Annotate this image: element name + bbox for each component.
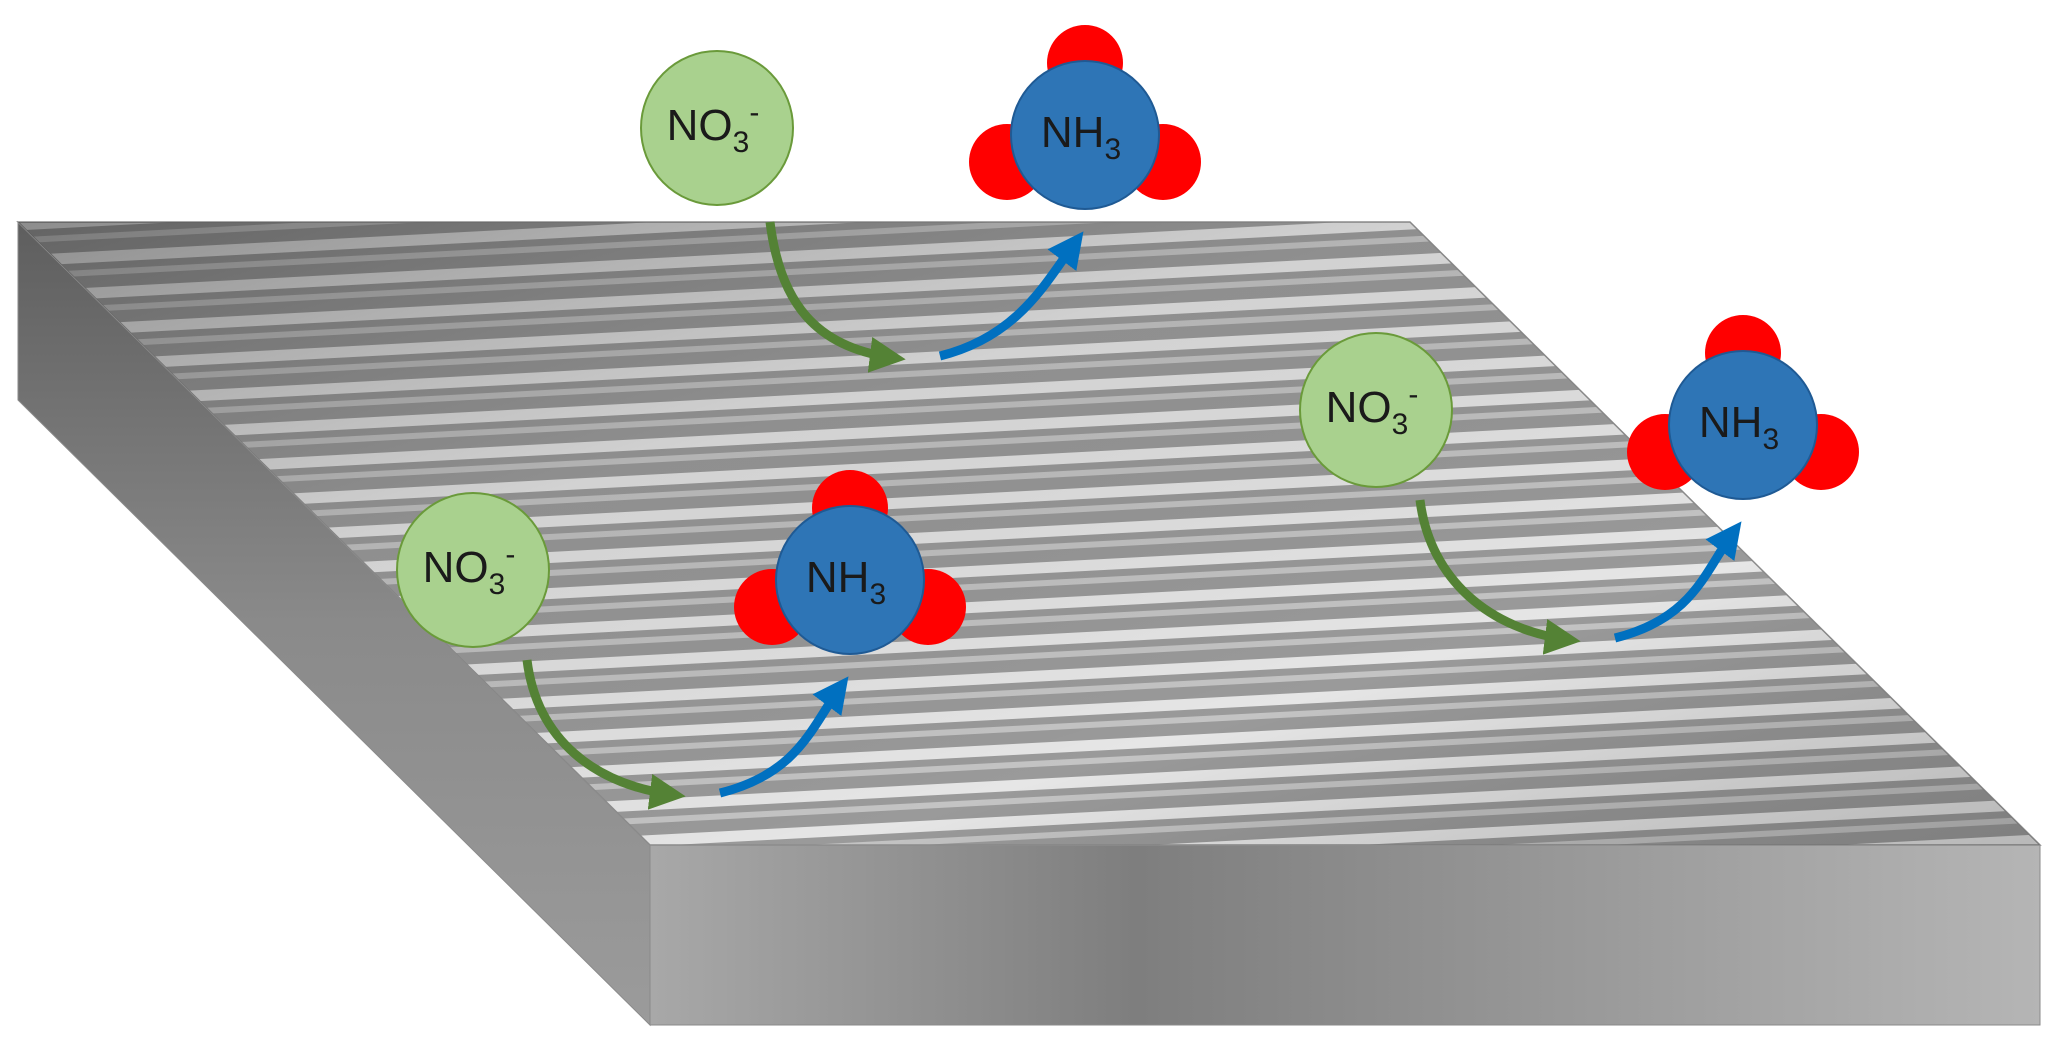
reactant-charge: - [749,96,759,129]
reaction-group: NO3-NH3 [396,470,966,810]
product-formula: NH3 [1699,398,1779,456]
product-base: NH [806,553,870,602]
nitrogen-atom [1010,60,1160,210]
reactant-charge: - [1408,378,1418,411]
adsorption-arrow-icon [522,659,686,810]
nitrate-bubble: NO3- [640,50,794,206]
reaction-group: NO3-NH3 [1299,315,1859,655]
slab-top-shading [18,222,2040,845]
reactant-formula: NO3- [423,538,516,601]
ammonia-molecule-icon: NH3 [734,470,966,655]
slab-front-face [649,844,2041,1026]
catalyst-slab [16,220,2042,1027]
reactant-formula: NO3- [667,96,760,159]
nitrate-ellipse [1299,332,1453,488]
adsorption-arrow-icon [1415,499,1581,655]
reactant-subscript: 3 [1392,408,1409,441]
adsorption-arrow-icon [765,221,906,373]
reactant-subscript: 3 [733,126,750,159]
ammonia-molecule-icon: NH3 [969,25,1201,210]
nitrogen-atom [775,505,925,655]
product-base: NH [1699,398,1763,447]
nitrate-ellipse [640,50,794,206]
reactant-base: NO [1326,383,1392,432]
product-subscript: 3 [1762,423,1779,456]
reduction-arrow-icon [938,231,1084,361]
reduction-arrow-icon [718,676,849,798]
nitrate-ellipse [396,492,550,648]
reactant-subscript: 3 [489,568,506,601]
product-subscript: 3 [1104,133,1121,166]
reactant-base: NO [667,101,733,150]
product-base: NH [1041,108,1105,157]
nitrogen-atom [1668,350,1818,500]
reactant-charge: - [505,538,515,571]
reduction-arrow-icon [1613,521,1742,643]
reactant-formula: NO3- [1326,378,1419,441]
product-formula: NH3 [806,553,886,611]
nitrate-bubble: NO3- [396,492,550,648]
product-subscript: 3 [869,578,886,611]
nitrate-bubble: NO3- [1299,332,1453,488]
product-formula: NH3 [1041,108,1121,166]
ammonia-molecule-icon: NH3 [1627,315,1859,500]
reaction-group: NO3-NH3 [640,25,1201,373]
reactant-base: NO [423,543,489,592]
